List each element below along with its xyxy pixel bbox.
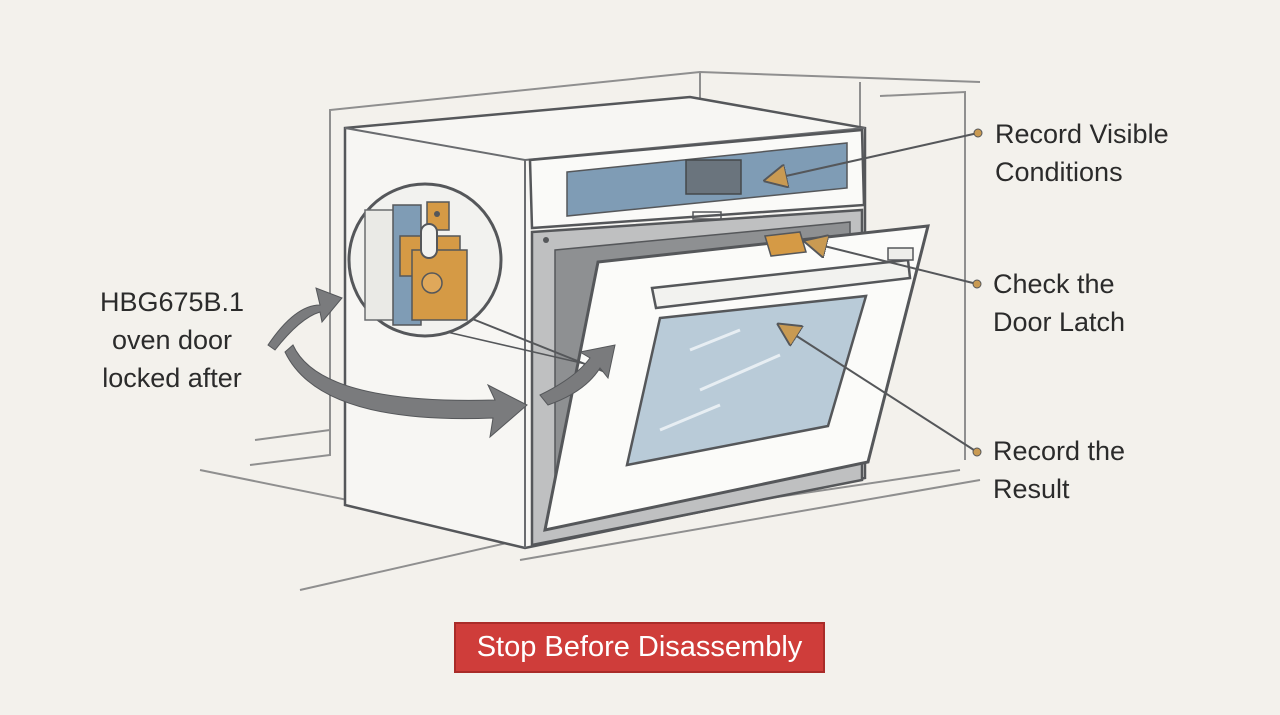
pointer-record-visible [768,132,979,180]
problem-label-line: HBG675B.1 [99,287,245,317]
problem-label-line: locked after [102,363,242,393]
stop-before-disassembly-button[interactable]: Stop Before Disassembly [454,622,825,673]
pointer-record-result [781,326,978,453]
label-line: Check the [993,269,1115,299]
callout-dots [972,128,983,457]
label-line: Record the [993,436,1126,466]
oven-door [543,224,930,532]
problem-label-line: oven door [111,325,233,355]
problem-label: HBG675B.1 oven door locked after [82,283,262,397]
pointer-check-latch [808,242,978,285]
problem-arrows [267,287,616,439]
callout-lines [768,132,979,453]
label-line: Conditions [995,157,1123,187]
latch-detail-inset [347,182,606,373]
label-line: Record Visible [995,119,1169,149]
record-result-label: Record the Result [993,432,1253,508]
check-door-latch-label: Check the Door Latch [993,265,1253,341]
record-visible-conditions-label: Record Visible Conditions [995,115,1265,191]
label-line: Result [993,474,1070,504]
label-line: Door Latch [993,307,1126,337]
